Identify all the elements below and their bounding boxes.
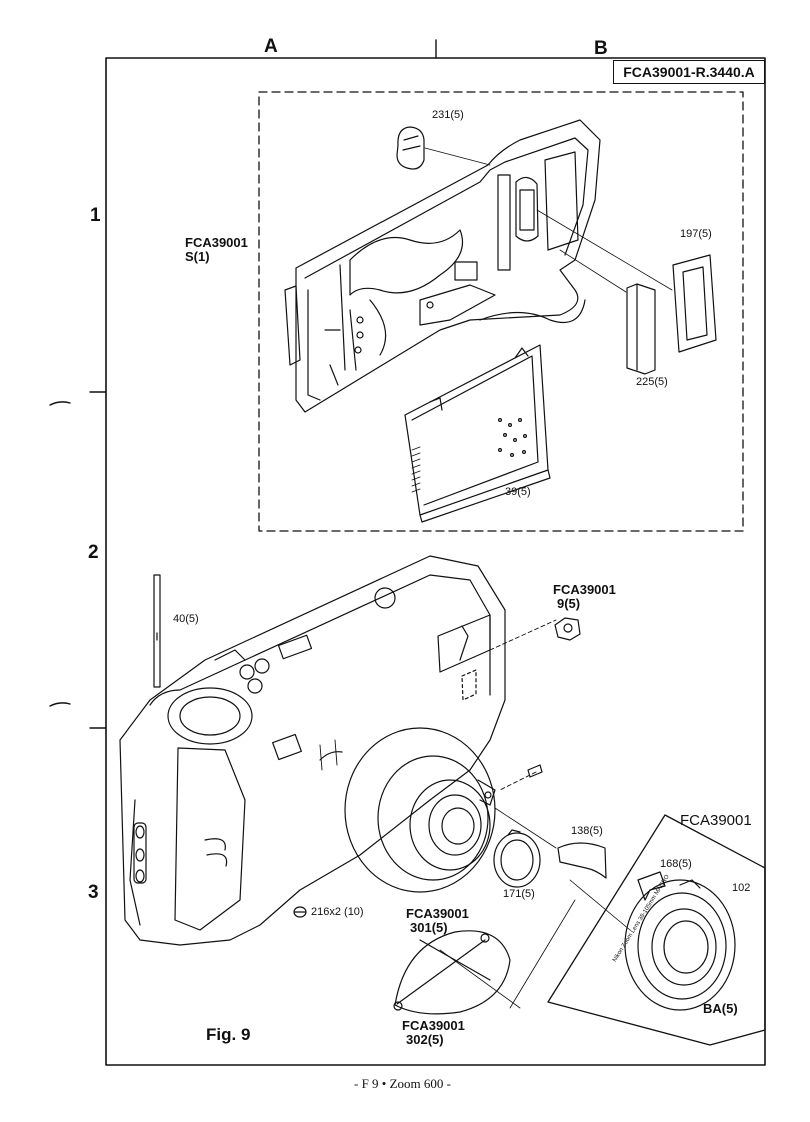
part-138-piece <box>494 807 607 879</box>
part-231-window <box>396 126 491 170</box>
label-197: 197(5) <box>680 228 712 240</box>
part-9-screw <box>554 617 581 641</box>
label-231: 231(5) <box>432 109 464 121</box>
callout-cover-301-code: FCA39001 <box>406 906 469 921</box>
part-216-screw <box>293 906 307 918</box>
part-168-clip <box>637 871 666 901</box>
label-138: 138(5) <box>571 825 603 837</box>
back-cover-assembly-box <box>258 91 744 532</box>
row-label-1: 1 <box>90 205 101 226</box>
part-40-pin <box>153 574 161 688</box>
label-40: 40(5) <box>173 613 199 625</box>
callout-cover-301-qty: 301(5) <box>410 920 448 935</box>
part-197-frame <box>536 209 717 353</box>
camera-body <box>119 555 557 946</box>
row-label-3: 3 <box>88 882 99 903</box>
column-label-a: A <box>264 36 278 57</box>
callout-lens-inset: FCA39001 <box>680 812 752 829</box>
label-225: 225(5) <box>636 376 668 388</box>
lens-inset-boundary <box>547 814 766 1046</box>
label-168: 168(5) <box>660 858 692 870</box>
column-label-b: B <box>594 38 608 59</box>
part-225-bar <box>559 249 656 375</box>
label-ba: BA(5) <box>703 1001 738 1016</box>
lens-ring-assembly <box>569 879 736 1011</box>
label-102: 102 <box>732 882 751 894</box>
callout-screw-9-qty: 9(5) <box>557 596 581 611</box>
callout-cover-302-qty: 302(5) <box>406 1032 444 1047</box>
label-171: 171(5) <box>503 888 535 900</box>
callout-screw-9: FCA39001 9(5) <box>553 583 616 611</box>
label-216: 216x2 (10) <box>311 906 364 918</box>
part-39-plate <box>404 344 551 523</box>
lens-barrel <box>344 727 543 893</box>
callout-screw-9-code: FCA39001 <box>553 582 616 597</box>
callout-cover-302: FCA39001 302(5) <box>402 1019 465 1047</box>
row-label-2: 2 <box>88 542 99 563</box>
label-39: 39(5) <box>505 486 531 498</box>
part-171-ring <box>493 829 541 888</box>
callout-back-cover-qty: S(1) <box>185 249 210 264</box>
document-id: FCA39001-R.3440.A <box>613 60 765 84</box>
figure-label: Fig. 9 <box>206 1025 251 1044</box>
back-cover-part <box>284 119 601 413</box>
callout-cover-302-code: FCA39001 <box>402 1018 465 1033</box>
part-301-302-cover <box>393 899 576 1015</box>
callout-cover-301: FCA39001 301(5) <box>406 907 469 935</box>
callout-back-cover-code: FCA39001 <box>185 235 248 250</box>
page-footer: - F 9 • Zoom 600 - <box>354 1076 451 1091</box>
callout-back-cover: FCA39001 S(1) <box>185 236 248 264</box>
